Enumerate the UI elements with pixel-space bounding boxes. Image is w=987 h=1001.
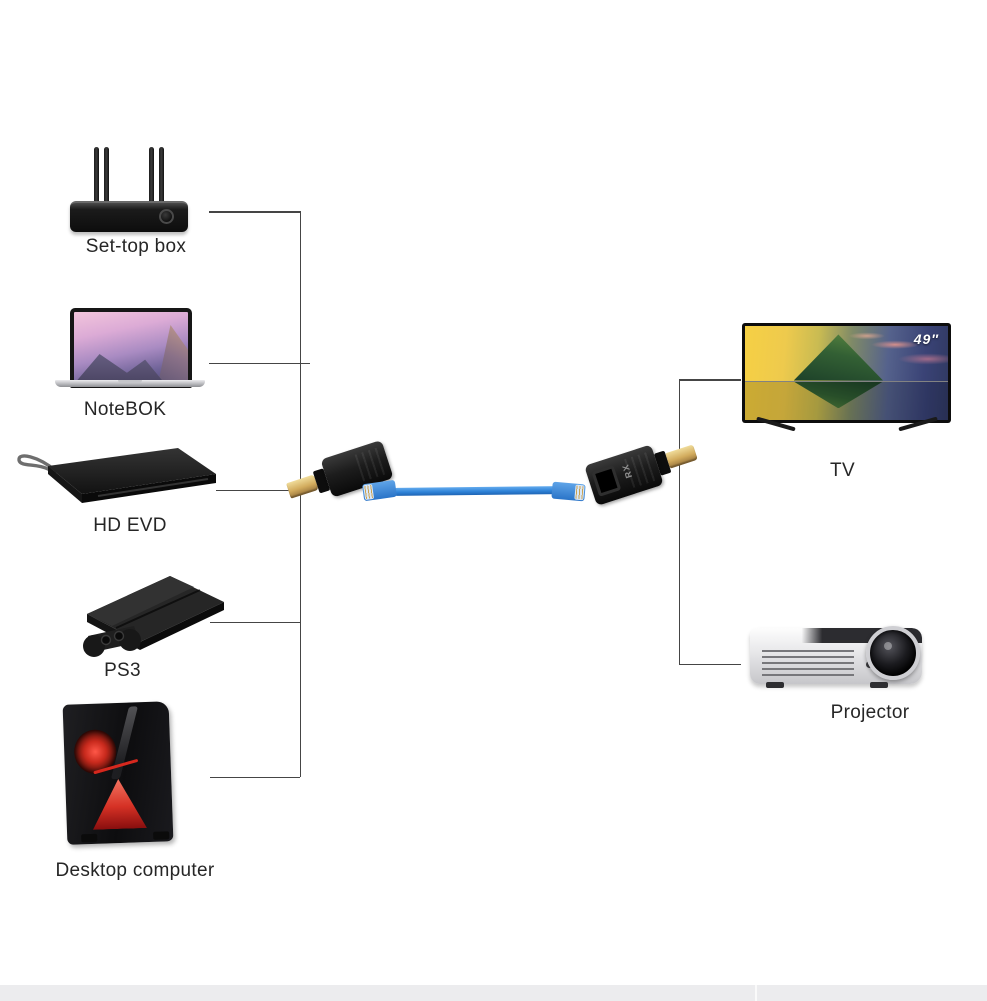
set-top-box-label: Set-top box [85, 236, 187, 257]
power-cord-icon [17, 454, 58, 473]
hdmi-plug-icon [286, 474, 319, 499]
tv-size-badge: 49″ [913, 331, 939, 347]
set-top-box-connector-line [209, 211, 300, 213]
ps3-controller-icon [83, 626, 141, 657]
rj45-crystal-tip [574, 484, 585, 501]
ps3-front-face [140, 602, 224, 650]
tv-screen: 49″ [745, 326, 948, 420]
projector-label: Projector [830, 702, 910, 723]
tv-wallpaper-reflection [745, 380, 948, 420]
rj45-port-icon [591, 464, 622, 497]
hd-evd-label: HD EVD [93, 515, 167, 536]
hd-evd-connector-line [216, 489, 300, 491]
antenna-icon [104, 147, 109, 205]
antenna-icon [149, 147, 154, 205]
notebook-label: NoteBOK [83, 399, 167, 420]
notebook-notch [118, 380, 142, 383]
case-foot [153, 831, 170, 840]
evd-top-face [48, 448, 216, 494]
adapter-body: RX [584, 444, 664, 506]
notebook-image [55, 308, 205, 396]
rj45-connector-icon [551, 481, 586, 502]
antenna-icon [94, 147, 99, 205]
notebook-screen [70, 308, 192, 388]
ps3-image [83, 576, 224, 657]
tv-frame: 49″ [742, 323, 951, 423]
notebook-base [55, 380, 205, 387]
power-led-icon [159, 209, 174, 224]
red-led-glow [91, 778, 147, 830]
strip-seam [755, 985, 757, 1001]
case-foot [81, 833, 98, 843]
rj45-connector-icon [361, 479, 398, 502]
tv-image: 49″ [742, 323, 957, 449]
ps3-label: PS3 [104, 660, 141, 681]
tv-connector-line [679, 379, 741, 381]
projector-image [750, 620, 928, 694]
ps3-seam-line [115, 589, 201, 629]
notebook-connector-line [209, 362, 310, 364]
ps3-gloss-panel [87, 576, 194, 626]
hdmi-extender-receiver: RX [584, 432, 702, 506]
desktop-computer-image [55, 700, 187, 852]
antenna-icon [159, 147, 164, 205]
desktop-computer-label: Desktop computer [55, 860, 215, 881]
set-top-box-image [70, 145, 188, 232]
hd-evd-image [17, 448, 216, 503]
ps3-connector-line [210, 621, 300, 623]
projector-foot [870, 682, 888, 688]
projector-lens-icon [866, 626, 920, 680]
hdmi-plug-icon [665, 444, 698, 469]
projector-foot [766, 682, 784, 688]
rj45-crystal-tip [363, 483, 375, 501]
page-bottom-strip [0, 985, 987, 1001]
tv-label: TV [830, 460, 855, 481]
evd-side-face [48, 466, 82, 503]
projector-connector-line [679, 663, 741, 665]
projector-vents [762, 650, 854, 678]
rx-marking: RX [620, 462, 635, 480]
desktop-connector-line [210, 776, 300, 778]
wallpaper-ridge [74, 354, 166, 384]
disc-tray-line [97, 478, 209, 497]
right-bus-line [678, 379, 680, 664]
ethernet-cable [392, 486, 564, 496]
pc-tower [62, 701, 174, 845]
